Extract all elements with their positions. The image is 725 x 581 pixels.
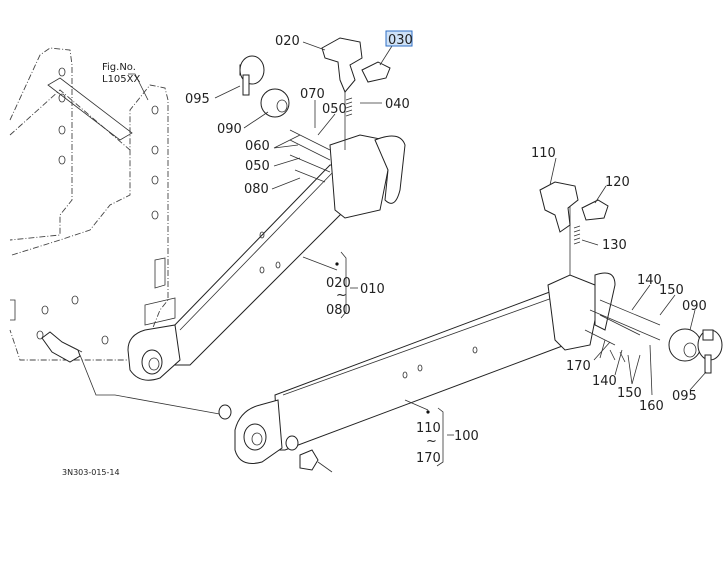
part-label-020[interactable]: 020 bbox=[275, 34, 300, 49]
part-label-120[interactable]: 120 bbox=[605, 175, 630, 190]
lower-small-parts bbox=[218, 181, 723, 473]
fig-no-label: Fig.No. bbox=[102, 62, 136, 73]
part-label-150[interactable]: 150 bbox=[659, 283, 684, 298]
leader-lines bbox=[128, 41, 707, 467]
tractor-frame bbox=[9, 47, 176, 361]
part-label-140[interactable]: 140 bbox=[637, 273, 662, 288]
part-label-095[interactable]: 095 bbox=[185, 92, 210, 107]
part-label-050[interactable]: 050 bbox=[322, 102, 347, 117]
group-upper-to: 080 bbox=[326, 303, 351, 318]
part-label-090[interactable]: 090 bbox=[682, 299, 707, 314]
group-upper-tilde: ~ bbox=[336, 288, 347, 303]
assembly-label-100[interactable]: 100 bbox=[454, 429, 479, 444]
part-label-110[interactable]: 110 bbox=[531, 146, 556, 161]
upper-small-parts bbox=[239, 37, 391, 183]
part-label-140[interactable]: 140 bbox=[592, 374, 617, 389]
part-label-070[interactable]: 070 bbox=[300, 87, 325, 102]
group-upper-from: 020 bbox=[326, 276, 351, 291]
group-lower-to: 170 bbox=[416, 451, 441, 466]
part-label-095[interactable]: 095 bbox=[672, 389, 697, 404]
lift-pin bbox=[41, 331, 226, 416]
part-label-160[interactable]: 160 bbox=[639, 399, 664, 414]
selected-part-highlight bbox=[385, 30, 413, 47]
part-label-090[interactable]: 090 bbox=[217, 122, 242, 137]
part-label-050[interactable]: 050 bbox=[245, 159, 270, 174]
part-label-130[interactable]: 130 bbox=[602, 238, 627, 253]
lower-lift-arm bbox=[234, 200, 616, 464]
part-label-040[interactable]: 040 bbox=[385, 97, 410, 112]
group-lower-tilde: ~ bbox=[426, 434, 437, 449]
fig-no-value: L105XX bbox=[102, 74, 141, 85]
assembly-label-010[interactable]: 010 bbox=[360, 282, 385, 297]
drawing-code: 3N303-015-14 bbox=[62, 468, 120, 477]
part-label-150[interactable]: 150 bbox=[617, 386, 642, 401]
part-label-030-selected[interactable]: 030 bbox=[388, 33, 413, 48]
part-label-080[interactable]: 080 bbox=[244, 182, 269, 197]
group-lower-from: 110 bbox=[416, 421, 441, 436]
upper-lift-arm bbox=[127, 60, 406, 381]
part-label-060[interactable]: 060 bbox=[245, 139, 270, 154]
part-label-170[interactable]: 170 bbox=[566, 359, 591, 374]
